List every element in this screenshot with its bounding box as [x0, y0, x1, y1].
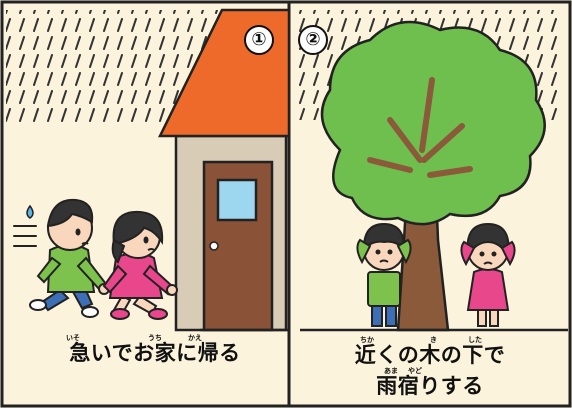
tree	[300, 20, 568, 332]
running-boy	[29, 198, 110, 318]
caption-text-1: 急いでお家に帰る	[69, 341, 241, 365]
ruby-ama: あま	[384, 367, 398, 375]
panel-number-1: ①	[244, 25, 274, 55]
caption-text-2a: 近くの木の下で	[354, 343, 506, 367]
door-knob	[209, 241, 219, 251]
ruby-chika: ちか	[360, 336, 374, 344]
speed-lines	[13, 225, 37, 247]
door-window	[216, 178, 258, 222]
tree-leaves	[320, 20, 546, 226]
sweat-drop	[26, 204, 34, 219]
caption-panel-1: いそ うち かえ 急いでお家に帰る	[60, 334, 250, 365]
running-girl	[102, 210, 178, 320]
caption-panel-2: ちか き した 近くの木の下で あま やど 雨宿りする	[330, 336, 530, 398]
sheltering-boy	[356, 222, 412, 327]
ruby-uchi: うち	[148, 334, 162, 342]
panel-number-2: ②	[298, 25, 328, 55]
ruby-row-2a: ちか き した	[330, 336, 530, 344]
ruby-yado: やど	[408, 367, 422, 375]
ruby-shita: した	[468, 336, 482, 344]
ruby-ki: き	[430, 336, 437, 344]
ruby-row-2b: あま やど	[330, 367, 530, 375]
sheltering-girl	[460, 222, 516, 327]
ruby-isoi: いそ	[66, 334, 80, 342]
house-door	[202, 160, 274, 332]
ruby-row-1: いそ うち かえ	[60, 334, 250, 342]
ruby-kae: かえ	[188, 334, 202, 342]
caption-text-2b: 雨宿りする	[376, 374, 484, 398]
